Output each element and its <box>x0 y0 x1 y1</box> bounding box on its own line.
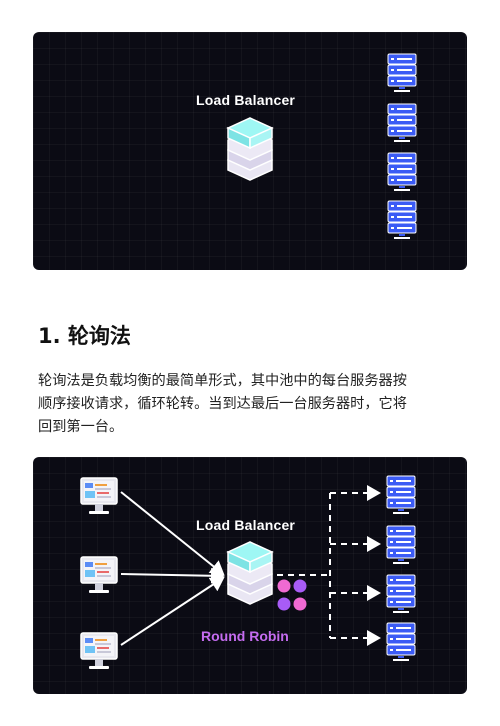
load-balancer-label: Load Balancer <box>196 517 296 533</box>
round-robin-label: Round Robin <box>201 628 289 644</box>
monitor-icon <box>80 477 118 517</box>
monitor-icon <box>80 632 118 672</box>
paragraph-line: 回到第一台。 <box>38 419 124 435</box>
server-icon <box>387 152 417 192</box>
server-icon <box>386 622 416 662</box>
client-line <box>120 491 225 576</box>
section-paragraph: 轮询法是负载均衡的最简单形式，其中池中的每台服务器按 顺序接收请求，循环轮转。当… <box>38 370 468 439</box>
connection-lines <box>120 485 381 646</box>
server-icon <box>386 574 416 614</box>
client-line <box>120 576 225 646</box>
server-icon <box>386 525 416 565</box>
four-dots-icon <box>276 578 308 612</box>
paragraph-line: 顺序接收请求，循环轮转。当到达最后一台服务器时，它将 <box>38 396 407 412</box>
load-balancer-stack-icon <box>226 538 274 614</box>
server-icon <box>387 103 417 143</box>
monitor-icon <box>80 556 118 596</box>
server-icon <box>386 475 416 515</box>
load-balancer-stack-icon <box>226 114 274 190</box>
server-icon <box>387 53 417 93</box>
section-heading: 1. 轮询法 <box>38 324 131 348</box>
diagram-panel-load-balancer: Load Balancer <box>33 32 467 270</box>
client-line <box>120 567 225 584</box>
load-balancer-label: Load Balancer <box>196 92 296 108</box>
server-icon <box>387 200 417 240</box>
diagram-panel-round-robin: Load Balancer Round Robin <box>33 457 467 694</box>
paragraph-line: 轮询法是负载均衡的最简单形式，其中池中的每台服务器按 <box>38 373 407 389</box>
